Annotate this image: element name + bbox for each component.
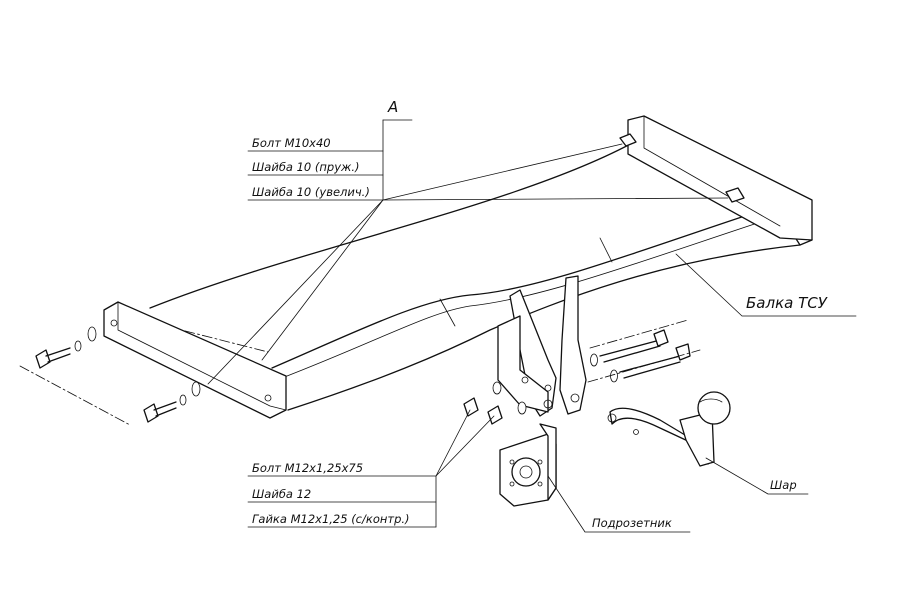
callout-bolt-m12: Болт М12х1,25х75 <box>252 461 363 475</box>
callout-socket-bracket: Подрозетник <box>592 516 672 530</box>
socket-bracket <box>499 423 557 507</box>
callout-washer-10-spring: Шайба 10 (пруж.) <box>252 160 360 174</box>
hitch-bracket <box>497 275 587 417</box>
left-mounting-plate <box>103 301 287 419</box>
bracket-fasteners <box>463 319 701 425</box>
leader-lines <box>207 119 857 533</box>
callout-beam: Балка ТСУ <box>746 294 828 312</box>
callout-washer-12: Шайба 12 <box>252 487 311 501</box>
callout-nut-m12: Гайка М12х1,25 (с/контр.) <box>252 512 410 526</box>
view-letter: A <box>387 98 398 116</box>
callout-ball: Шар <box>770 478 797 492</box>
callout-bolt-m10: Болт М10х40 <box>252 136 331 150</box>
left-fasteners <box>19 326 201 426</box>
tow-ball <box>607 391 731 467</box>
callout-washer-10-large: Шайба 10 (увелич.) <box>252 185 370 199</box>
right-mounting-plate <box>619 115 813 241</box>
